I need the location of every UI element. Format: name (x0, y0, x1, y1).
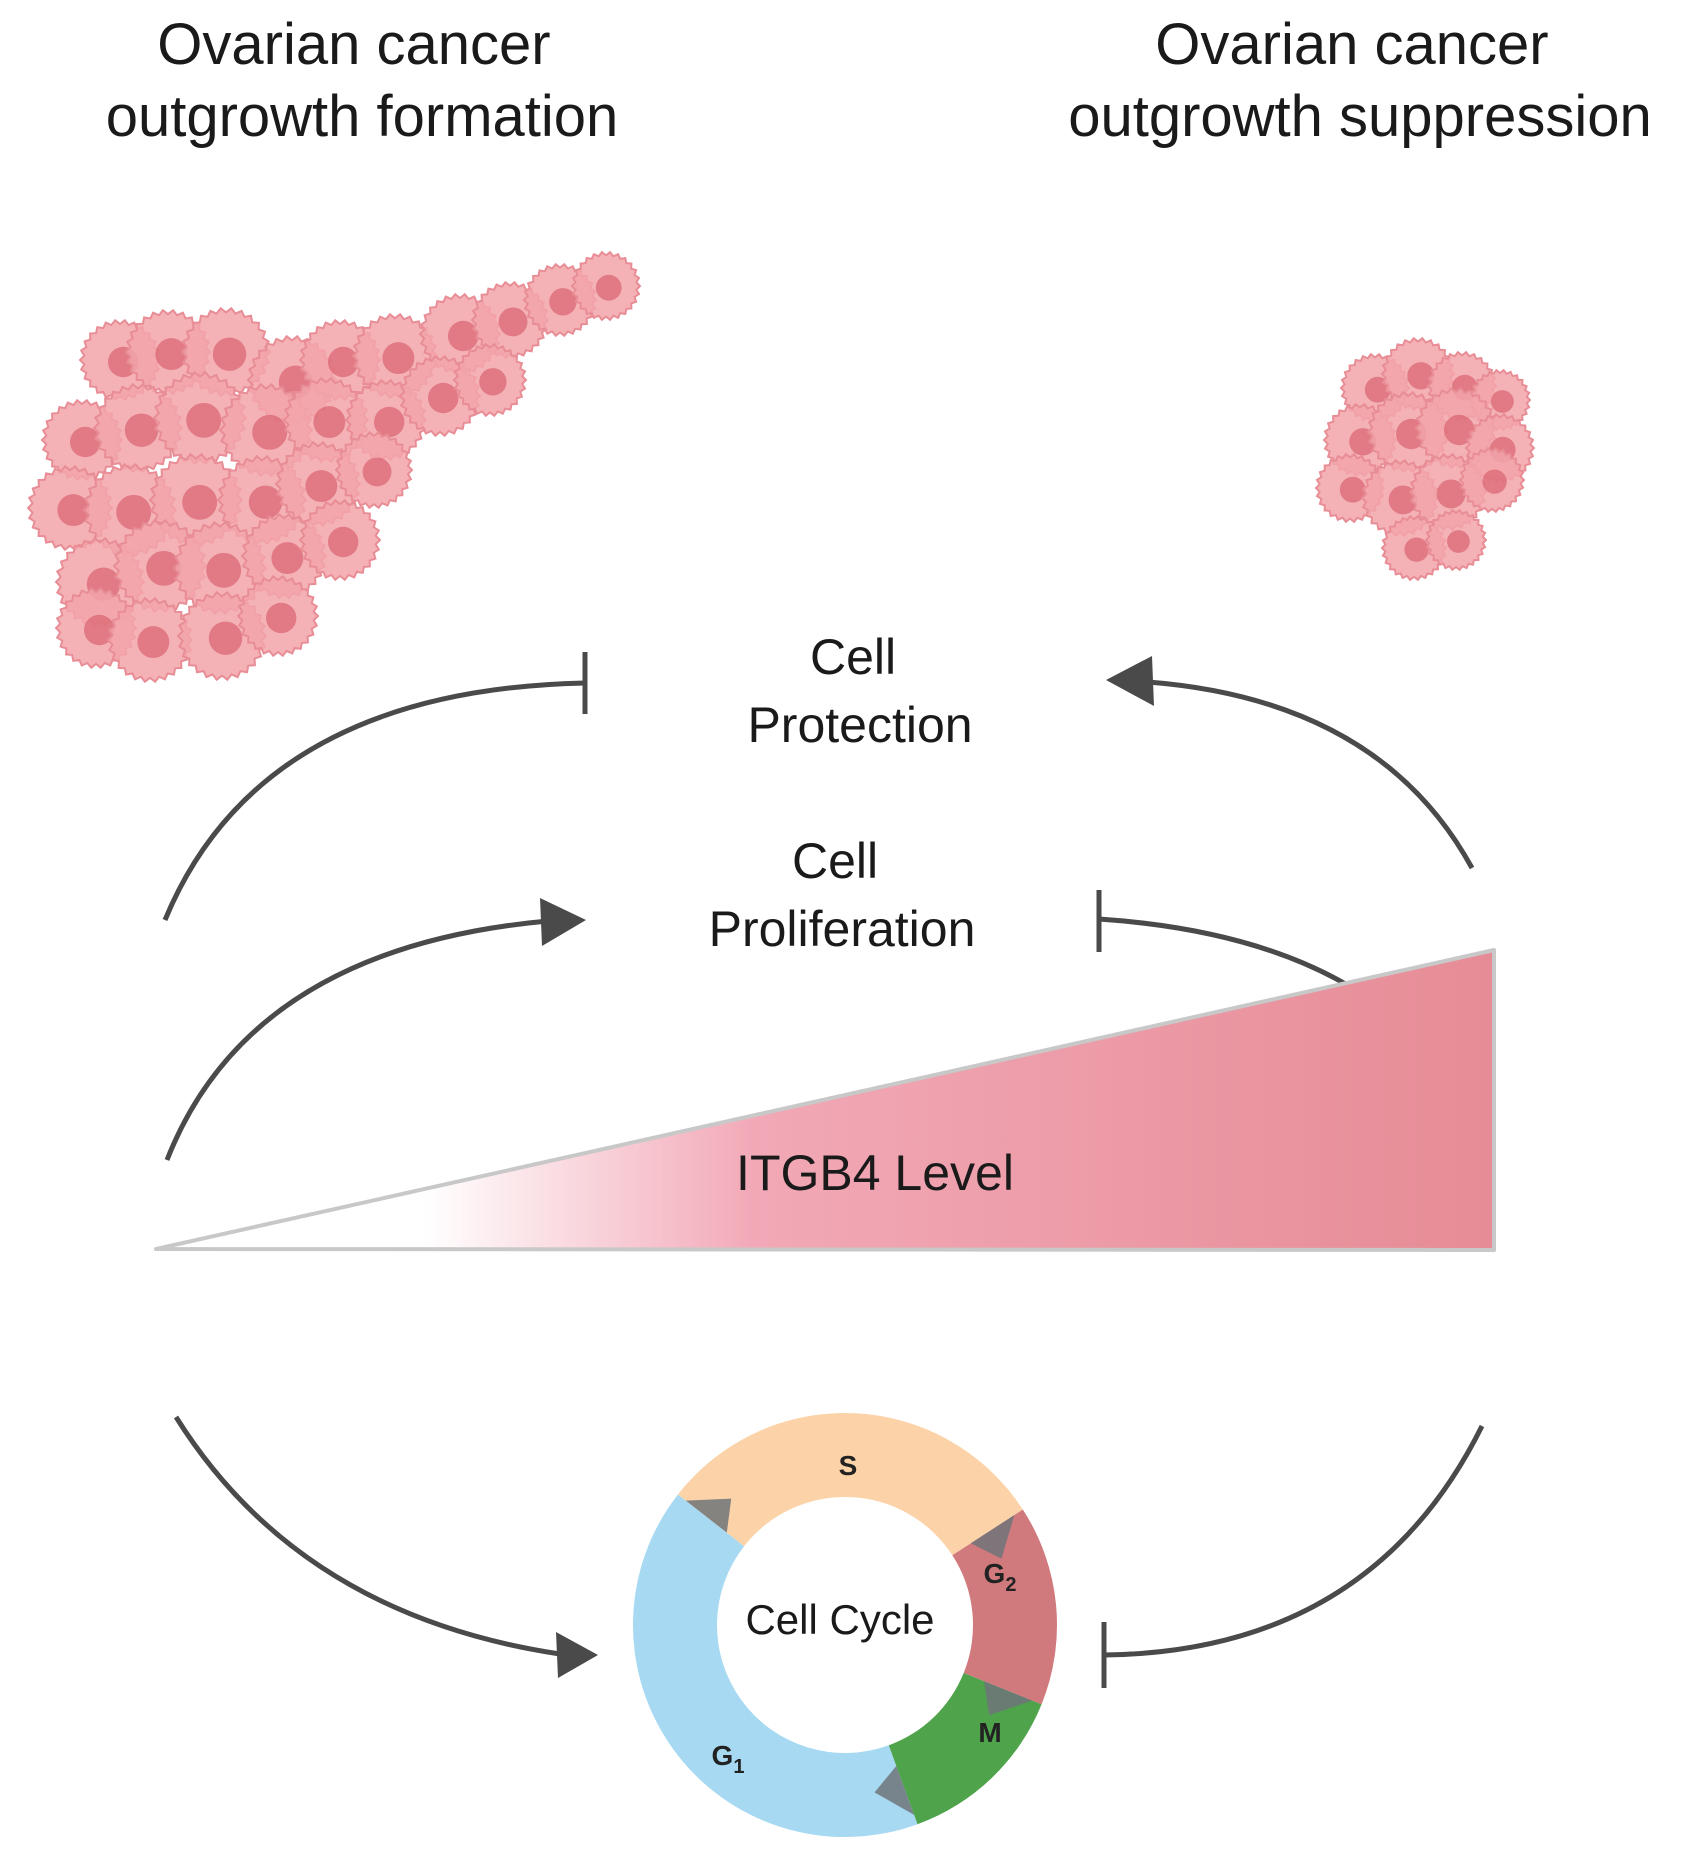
cell-nucleus (313, 406, 346, 439)
phase-transition-markers (685, 1498, 1033, 1815)
cell-nucleus (212, 337, 247, 371)
left-title-line-2: outgrowth formation (106, 84, 619, 149)
cell-nucleus (1491, 390, 1514, 413)
phase-g1-main: G (712, 1740, 734, 1771)
phase-transition-marker (874, 1765, 915, 1815)
cell-nucleus (595, 274, 622, 301)
arrow-low-promotes-proliferation (164, 898, 586, 1161)
cell-nucleus (1339, 476, 1366, 503)
cell-protection-line-2: Protection (747, 697, 972, 753)
cell-nucleus (1447, 530, 1470, 553)
right-title-line-1: Ovarian cancer (1155, 12, 1548, 77)
arrow-high-inhibits-cell-cycle (1101, 1424, 1485, 1688)
itgb4-level-label: ITGB4 Level (736, 1145, 1014, 1201)
cell-nucleus (1404, 537, 1429, 562)
cell-nucleus (549, 288, 577, 316)
arrow-low-inhibits-protection (162, 652, 588, 921)
cell-nucleus (382, 342, 415, 375)
cell-nucleus (305, 470, 338, 503)
arrow-high-promotes-protection (1106, 656, 1475, 870)
phase-g1-sub: 1 (733, 1756, 744, 1778)
cell-nucleus (374, 406, 405, 438)
phase-g2-label: G2 (984, 1558, 1017, 1596)
cell-nucleus (328, 526, 359, 558)
phase-g1-label: G1 (712, 1740, 745, 1778)
phase-transition-marker (685, 1498, 732, 1533)
left-title-line-1: Ovarian cancer (157, 12, 550, 77)
cell-nucleus (498, 307, 528, 337)
phase-g2-main: G (984, 1558, 1006, 1589)
phase-m-label: M (978, 1717, 1001, 1748)
cell-nucleus (1436, 479, 1466, 509)
cell-nucleus (116, 494, 152, 530)
cell-proliferation-line-2: Proliferation (709, 901, 976, 957)
cell-cycle-center-label: Cell Cycle (745, 1596, 934, 1643)
cell-proliferation-line-1: Cell (792, 833, 878, 889)
cell-nucleus (479, 368, 507, 396)
suppressed-tumor-cluster (1314, 336, 1536, 582)
left-title: Ovarian cancer outgrowth formation (106, 12, 619, 149)
cell-protection-label: Cell Protection (747, 629, 972, 753)
cell-nucleus (1407, 362, 1435, 390)
cell-nucleus (266, 602, 297, 634)
tumor-outgrowth-cluster (26, 250, 642, 684)
cell-proliferation-label: Cell Proliferation (709, 833, 976, 957)
phase-m-segment (888, 1672, 1042, 1825)
phase-s-segment (677, 1412, 1023, 1556)
right-title-line-2: outgrowth suppression (1068, 84, 1652, 149)
cell-nucleus (124, 413, 159, 447)
arrow-low-promotes-cell-cycle (173, 1415, 598, 1678)
cell-nucleus (1482, 469, 1507, 494)
cell-nucleus (362, 457, 392, 487)
right-title: Ovarian cancer outgrowth suppression (1068, 12, 1652, 149)
phase-transition-marker (984, 1681, 1033, 1716)
cell-nucleus (328, 346, 359, 378)
phase-transition-marker (970, 1514, 1015, 1559)
phase-s-label: S (839, 1450, 858, 1481)
cell-nucleus (1444, 414, 1475, 446)
cell-nucleus (84, 614, 115, 646)
cell-nucleus (448, 320, 479, 352)
cell-nucleus (206, 552, 242, 588)
cell-nucleus (137, 626, 170, 659)
phase-g2-segment (952, 1509, 1058, 1705)
cell-nucleus (428, 382, 459, 414)
cell-nucleus (57, 494, 90, 527)
itgb4-level-gradient: ITGB4 Level (154, 948, 1496, 1252)
cell-protection-line-1: Cell (810, 629, 896, 685)
cell-nucleus (70, 426, 101, 458)
cell-nucleus (146, 550, 182, 586)
cell-nucleus (182, 484, 218, 520)
phase-m-main: M (978, 1717, 1001, 1748)
phase-g2-sub: 2 (1005, 1574, 1016, 1596)
cell-nucleus (252, 414, 288, 450)
cell-nucleus (248, 485, 283, 519)
phase-g1-segment (632, 1494, 918, 1837)
cell-nucleus (271, 542, 304, 575)
cell-nucleus (208, 621, 243, 655)
cell-cycle-ring: Cell Cycle S G2 M G1 (632, 1412, 1058, 1837)
cell-nucleus (186, 402, 222, 438)
cell-nucleus (155, 338, 188, 371)
phase-s-main: S (839, 1450, 858, 1481)
